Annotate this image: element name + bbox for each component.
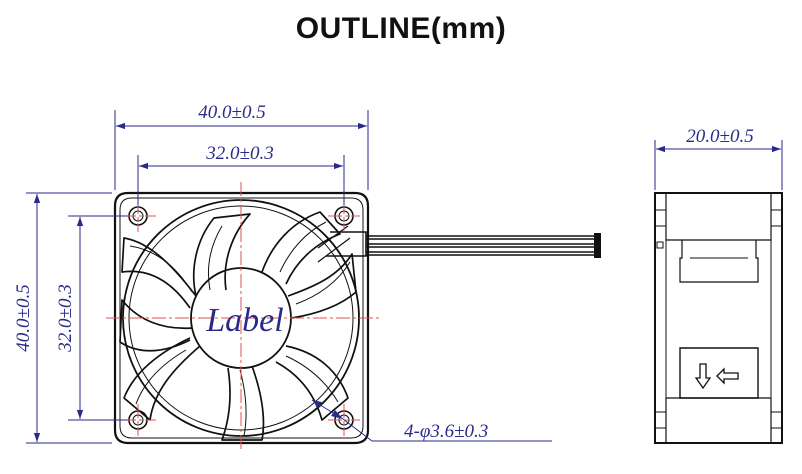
dimension-hole-height: 32.0±0.3 — [55, 215, 128, 421]
hole-height-dim-label: 32.0±0.3 — [55, 284, 76, 352]
width-dim-label: 40.0±0.5 — [198, 102, 265, 123]
depth-dim-label: 20.0±0.5 — [686, 126, 753, 147]
rotation-direction-icon — [716, 367, 739, 385]
dimension-width: 40.0±0.5 — [114, 102, 369, 190]
airflow-direction-icon — [694, 363, 712, 390]
label-text: Label — [205, 302, 283, 339]
dimension-depth: 20.0±0.5 — [654, 126, 783, 190]
side-label-window — [679, 347, 759, 399]
dimension-height: 40.0±0.5 — [13, 192, 112, 444]
side-view: 20.0±0.5 — [654, 126, 783, 444]
centerlines — [106, 182, 380, 452]
fan-frame — [113, 191, 370, 445]
hole-diameter-callout: 4-φ3.6±0.3 — [311, 399, 552, 442]
hole-dim-label: 4-φ3.6±0.3 — [404, 421, 488, 442]
dimension-hole-width: 32.0±0.3 — [137, 143, 345, 205]
lead-wires — [366, 233, 601, 258]
hole-width-dim-label: 32.0±0.3 — [205, 143, 273, 164]
diagram-title: OUTLINE(mm) — [295, 12, 507, 45]
height-dim-label: 40.0±0.5 — [13, 284, 34, 351]
front-view: Label 40.0±0.5 32.0±0.3 40.0±0.5 — [13, 102, 601, 452]
fan-blades — [119, 211, 357, 441]
side-frame — [654, 192, 783, 444]
